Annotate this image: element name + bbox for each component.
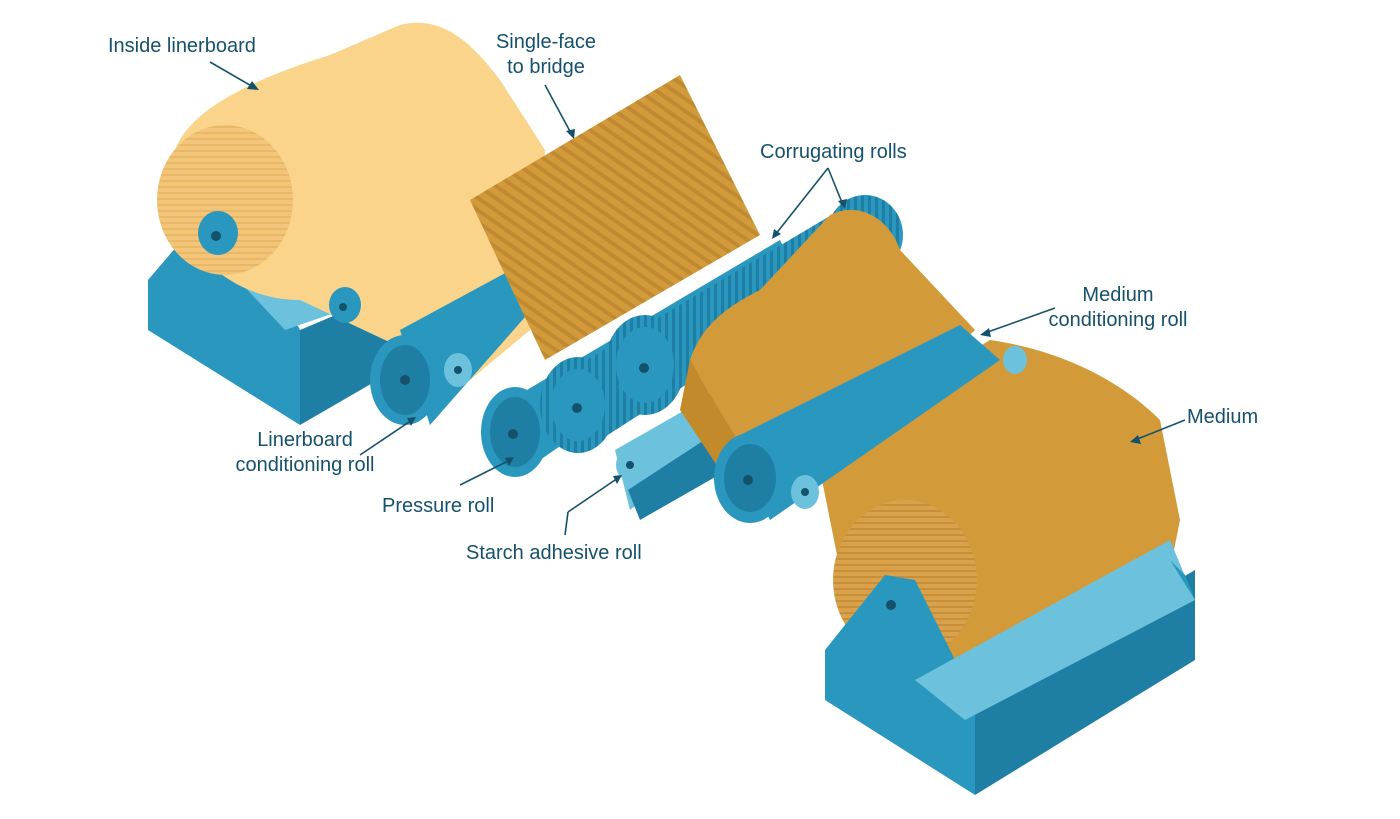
- label-linerboard-conditioning-line2: conditioning roll: [235, 454, 375, 476]
- label-inside-linerboard: Inside linerboard: [108, 35, 256, 57]
- linerboard-conditioning-roll: [370, 265, 540, 425]
- right-roll-stand: [825, 500, 1195, 795]
- label-linerboard-conditioning-roll: Linerboard conditioning roll: [210, 428, 400, 478]
- label-single-face-line2: to bridge: [507, 56, 585, 78]
- label-medium-conditioning-roll: Medium conditioning roll: [1018, 283, 1218, 333]
- label-medium: Medium: [1187, 406, 1259, 428]
- leader-arrows: [209, 61, 1186, 536]
- medium-conditioning-roll: [714, 325, 1027, 523]
- label-single-face-line1: Single-face: [495, 31, 597, 53]
- label-corrugating-rolls: Corrugating rolls: [760, 141, 907, 163]
- inside-linerboard-roll: [157, 22, 545, 380]
- label-starch-adhesive-roll: Starch adhesive roll: [466, 542, 642, 564]
- label-linerboard-conditioning-line1: Linerboard: [257, 429, 353, 451]
- single-face-web: [470, 75, 760, 360]
- arrow-heads: [247, 81, 1141, 484]
- label-single-face-to-bridge: Single-face to bridge: [476, 30, 616, 80]
- label-medium-conditioning-line1: Medium: [1082, 284, 1154, 306]
- label-pressure-roll: Pressure roll: [382, 495, 495, 517]
- label-medium-conditioning-line2: conditioning roll: [1048, 309, 1188, 331]
